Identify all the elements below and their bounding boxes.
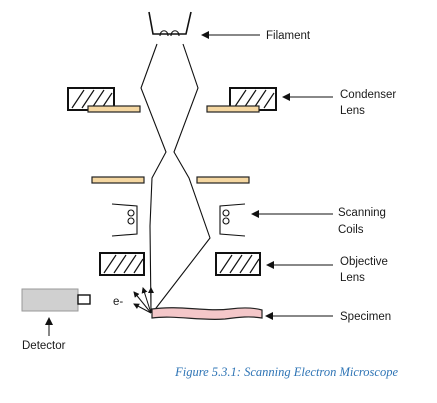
filament-label: Filament <box>266 30 311 42</box>
electron-beam <box>140 43 211 313</box>
objective-lens <box>99 252 261 276</box>
objective-label-line2: Lens <box>340 272 365 284</box>
figure-caption: Figure 5.3.1: Scanning Electron Microsco… <box>174 365 398 379</box>
objective-label-line1: Objective <box>340 256 388 268</box>
condenser-plate-right <box>206 105 260 113</box>
secondary-electrons <box>133 287 154 314</box>
scanning-label-line1: Scanning <box>338 207 386 219</box>
specimen <box>151 307 263 320</box>
condenser-label-line1: Condenser <box>340 89 396 101</box>
condenser-lens <box>67 87 277 113</box>
condenser-label-line2: Lens <box>340 105 365 117</box>
aperture-plates <box>91 176 250 184</box>
condenser-plate-left <box>87 105 141 113</box>
scanning-coils <box>111 203 246 237</box>
filament <box>148 11 192 37</box>
scanning-label-line2: Coils <box>338 224 364 236</box>
detector-label: Detector <box>22 340 66 352</box>
specimen-label: Specimen <box>340 311 391 323</box>
electron-label: e- <box>113 296 123 308</box>
detector <box>21 288 91 312</box>
